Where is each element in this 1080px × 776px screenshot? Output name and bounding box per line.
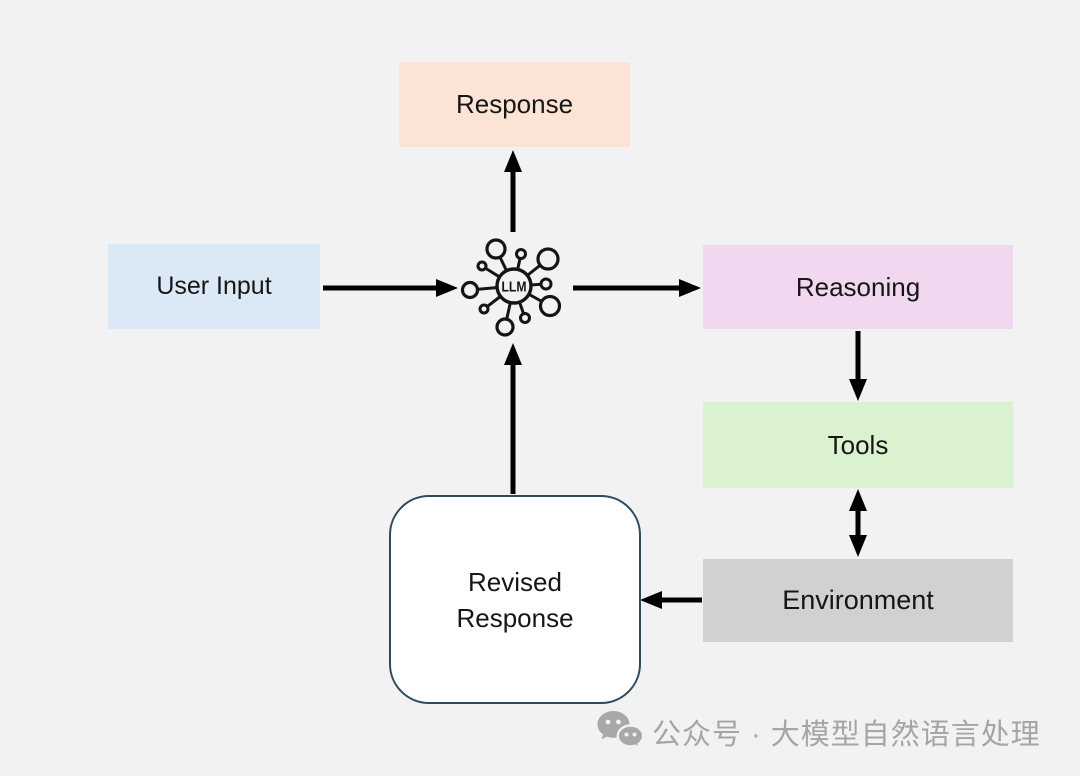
node-response: Response [399,62,630,147]
llm-node: LLM [459,231,571,343]
node-revised-response-label: Revised Response [456,566,574,633]
node-environment-label: Environment [782,585,934,615]
node-reasoning: Reasoning [703,245,1013,329]
node-tools-label: Tools [827,429,889,460]
watermark-text: 公众号 · 大模型自然语言处理 [652,719,1041,751]
node-tools: Tools [703,402,1013,488]
arrow-tools-environment-bidirectional [849,489,867,557]
watermark: 公众号 · 大模型自然语言处理 [596,710,1041,754]
node-user-input: User Input [108,244,320,329]
arrow-llm-to-reasoning [573,279,701,297]
llm-label: LLM [502,279,527,296]
arrow-revised-response-to-llm [504,343,522,494]
arrow-environment-to-revised-response [640,591,702,609]
node-environment: Environment [703,559,1013,642]
arrow-llm-to-response [504,150,522,232]
arrow-user-input-to-llm [323,279,458,297]
node-reasoning-label: Reasoning [795,271,921,302]
llm-network-icon: LLM [460,238,562,337]
wechat-icon [597,711,644,751]
node-revised-response: Revised Response [389,495,641,704]
node-response-label: Response [455,89,574,119]
node-user-input-label: User Input [156,272,272,300]
arrow-reasoning-to-tools [849,331,867,401]
